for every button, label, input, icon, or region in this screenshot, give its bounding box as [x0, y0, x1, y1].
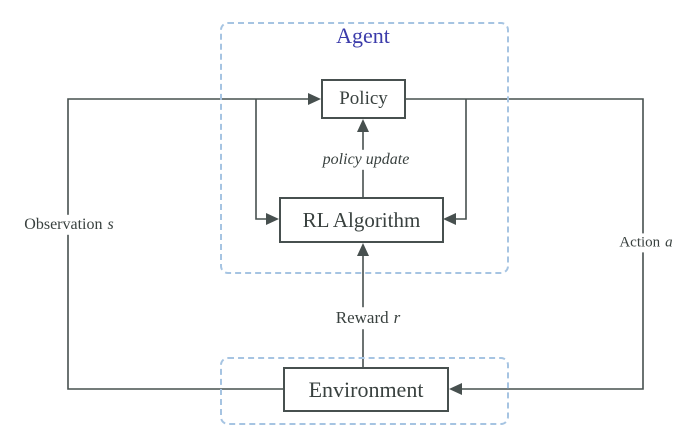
arrow-reward-icon	[357, 243, 369, 256]
action-label-text: Action	[619, 234, 661, 251]
policy-node: Policy	[321, 79, 406, 119]
agent-title: Agent	[336, 23, 390, 48]
environment-node: Environment	[283, 367, 449, 412]
arrow-into-rl-left-icon	[266, 213, 279, 225]
reward-label-text: Reward	[335, 308, 389, 328]
left-branch-line	[255, 99, 267, 220]
observation-label-text: Observation	[24, 215, 103, 233]
arrow-into-environment-icon	[449, 383, 462, 395]
agent-boundary	[220, 22, 509, 274]
right-branch-line	[455, 99, 467, 220]
rl-algorithm-node: RL Algorithm	[279, 197, 444, 243]
arrow-policy-update-icon	[357, 119, 369, 132]
environment-boundary	[220, 357, 509, 425]
reward-variable: r	[393, 308, 401, 328]
observation-variable: s	[107, 215, 114, 233]
observation-line	[67, 98, 310, 390]
diagram-arrowheads	[266, 93, 462, 395]
arrow-into-rl-right-icon	[443, 213, 456, 225]
action-variable: a	[665, 234, 673, 251]
arrow-into-policy-icon	[308, 93, 321, 105]
policy-update-label: policy update	[318, 149, 414, 171]
